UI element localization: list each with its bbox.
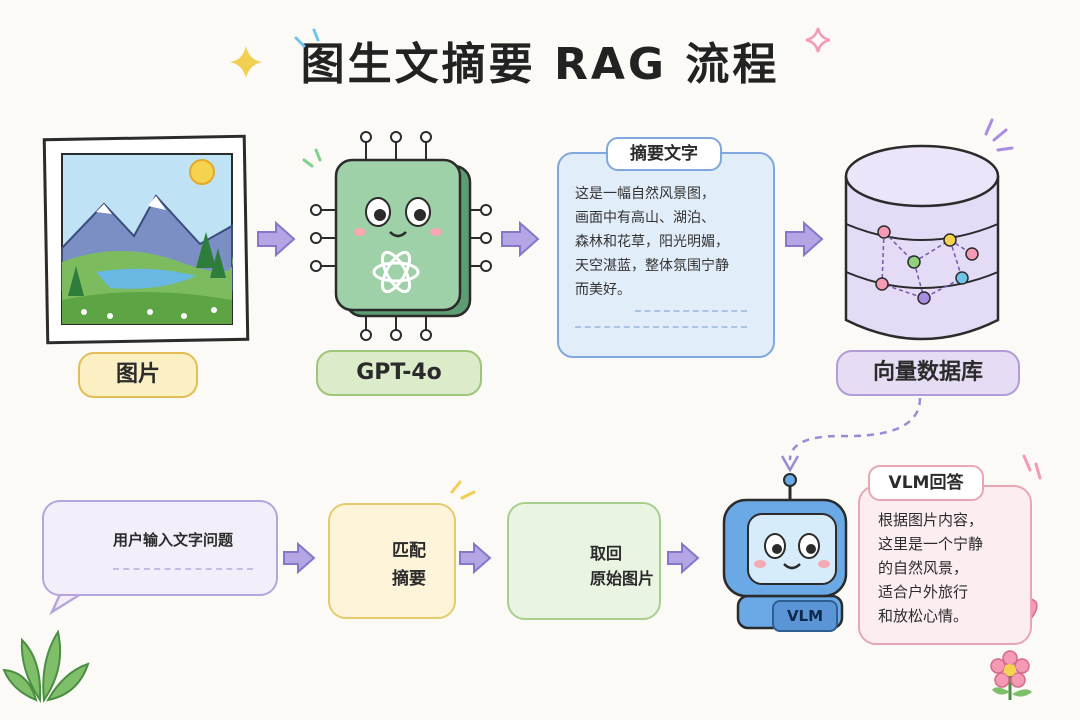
vlm-answer-title: VLM回答 — [868, 465, 984, 501]
match-line: 匹配 — [392, 541, 426, 561]
plant-icon — [2, 629, 90, 704]
user-question-card — [42, 500, 278, 596]
vector-db-label: 向量数据库 — [836, 350, 1020, 396]
answer-line: 和放松心情。 — [878, 607, 969, 625]
vlm-answer-card — [858, 485, 1032, 645]
gpt-label: GPT-4o — [316, 350, 482, 396]
match-summary-text: 匹配 摘要 — [392, 537, 452, 593]
answer-line: 适合户外旅行 — [878, 583, 969, 601]
sparkle-icon — [230, 46, 262, 78]
fetch-image-card — [507, 502, 661, 620]
vlm-answer-text: 根据图片内容， 这里是一个宁静 的自然风景， 适合户外旅行 和放松心情。 — [878, 508, 1018, 628]
openai-logo-icon — [372, 250, 420, 294]
sparkle-icon — [984, 118, 1014, 152]
image-label: 图片 — [78, 352, 198, 398]
arrow-icon — [257, 220, 824, 575]
summary-title: 摘要文字 — [606, 137, 722, 171]
summary-line: 天空湛蓝，整体氛围宁静 — [575, 258, 729, 274]
summary-card — [557, 152, 775, 358]
answer-line: 这里是一个宁静 — [878, 535, 984, 553]
arrow-head-icon — [780, 455, 800, 473]
summary-text: 这是一幅自然风景图， 画面中有高山、湖泊、 森林和花草，阳光明媚， 天空湛蓝，整… — [575, 182, 760, 302]
summary-line: 森林和花草，阳光明媚， — [575, 234, 729, 250]
sparkle-icon — [805, 27, 831, 53]
gpt-chip-icon — [310, 131, 492, 341]
fetch-image-text: 取回 原始图片 — [590, 541, 654, 591]
vlm-label: VLM — [772, 600, 838, 632]
fetch-line: 原始图片 — [590, 569, 655, 588]
user-question-text: 用户输入文字问题 — [113, 531, 234, 549]
landscape-picture-icon — [42, 134, 250, 345]
summary-line: 而美好。 — [575, 282, 631, 298]
sparkle-icon — [294, 28, 320, 48]
placeholder-line — [575, 326, 747, 328]
sparkle-icon — [1022, 454, 1042, 480]
answer-line: 根据图片内容， — [878, 511, 984, 529]
sparkle-icon — [450, 480, 476, 500]
vector-database-icon — [844, 144, 1000, 341]
flower-icon — [990, 650, 1032, 700]
sparkle-icon — [302, 148, 322, 168]
fetch-line: 取回 — [590, 544, 623, 563]
answer-line: 的自然风景， — [878, 559, 969, 577]
page-title: 图生文摘要 RAG 流程 — [300, 39, 780, 90]
vlm-robot-icon — [722, 473, 848, 630]
summary-line: 这是一幅自然风景图， — [575, 186, 715, 202]
placeholder-line — [113, 568, 253, 570]
connector-arrow — [788, 397, 922, 461]
match-summary-card — [328, 503, 456, 619]
placeholder-line — [635, 310, 747, 312]
match-line: 摘要 — [392, 569, 426, 589]
summary-line: 画面中有高山、湖泊、 — [575, 210, 715, 226]
